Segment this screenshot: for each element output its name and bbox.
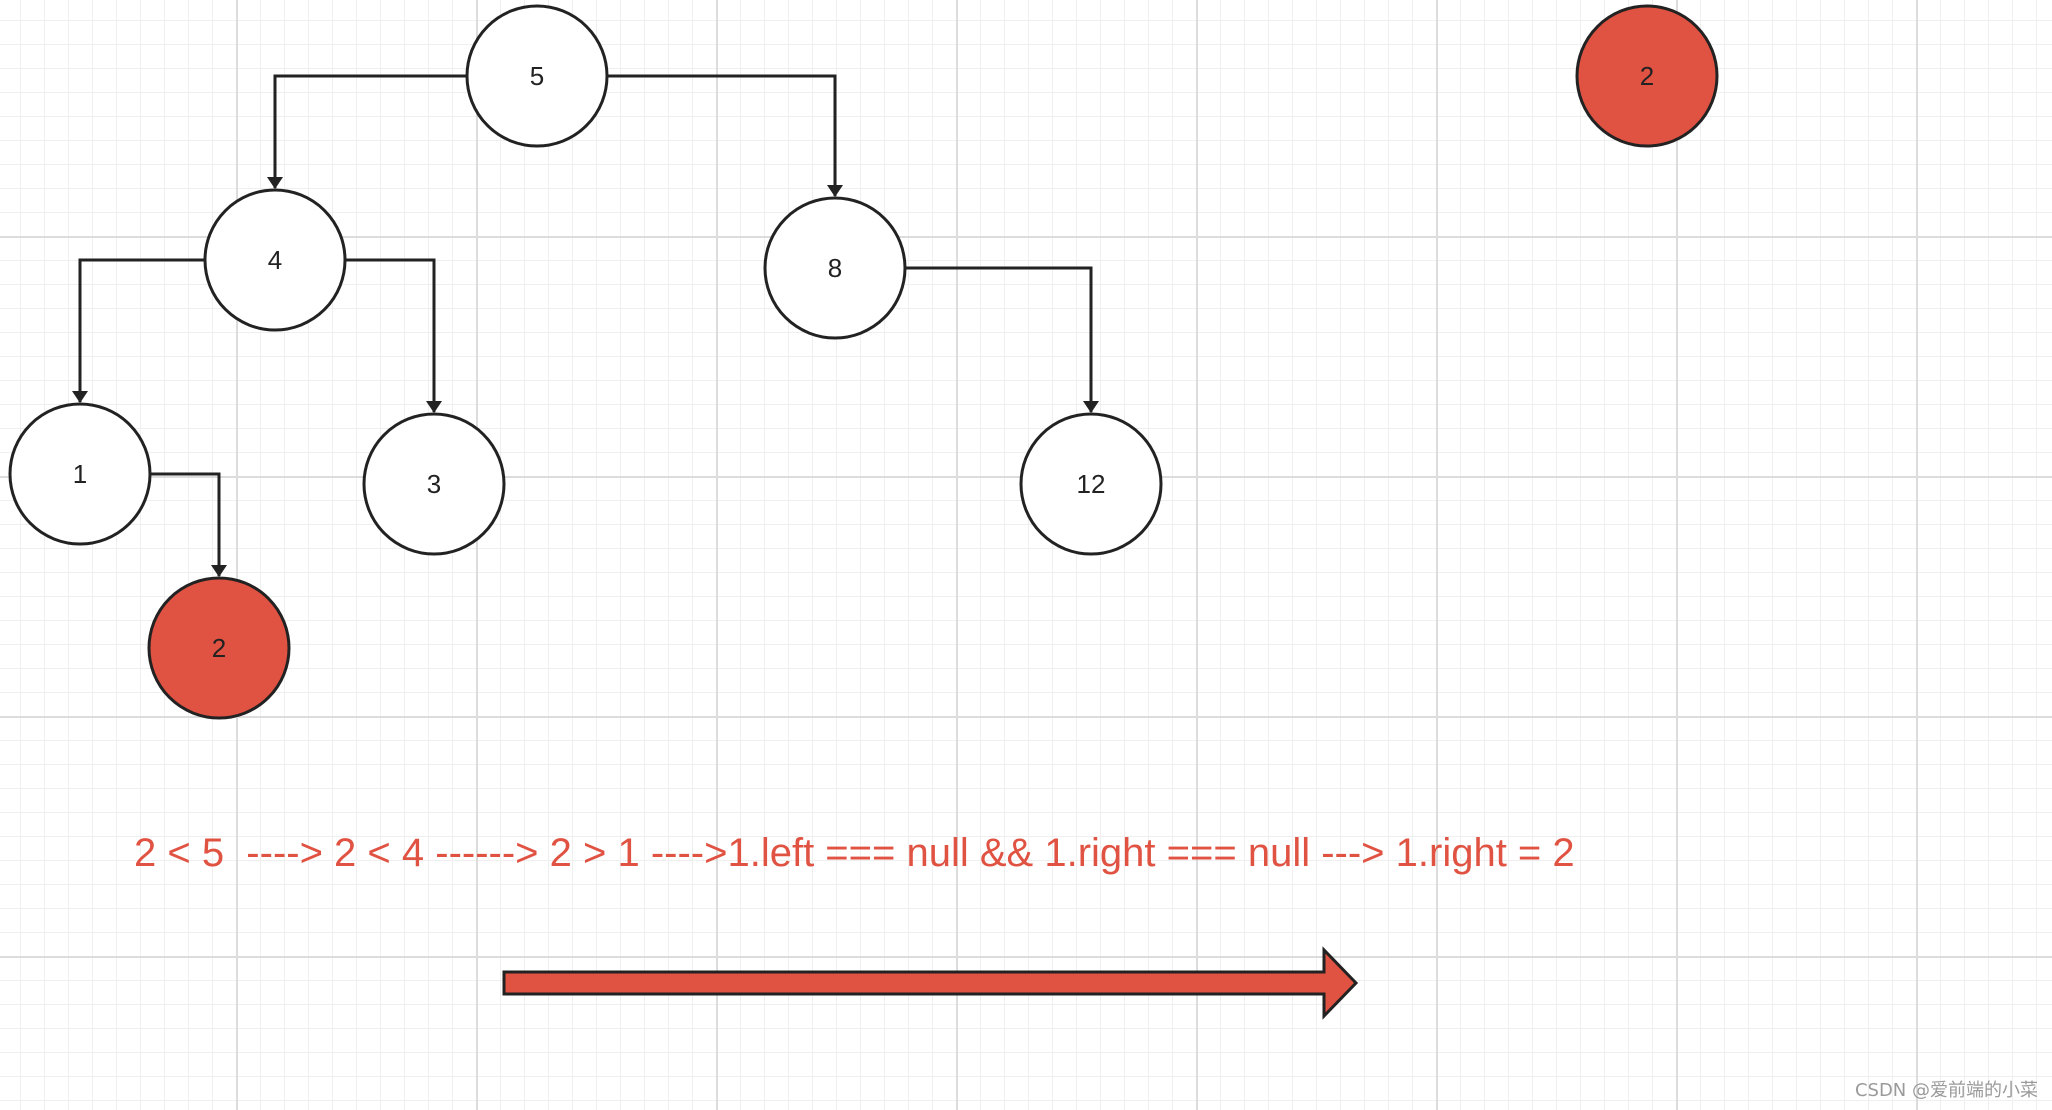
node-circle (465, 4, 609, 148)
tree-node-n8: 8 (763, 196, 907, 340)
node-circle (763, 196, 907, 340)
node-circle (147, 576, 291, 720)
node-circle (203, 188, 347, 332)
node-label: 1 (73, 459, 87, 489)
edge-n8-to-n12 (905, 266, 1099, 413)
node-circle (8, 402, 152, 546)
node-label: 5 (530, 61, 544, 91)
edge-n4-to-n1 (72, 258, 205, 403)
tree-node-n3: 3 (362, 412, 506, 556)
node-label: 12 (1077, 469, 1106, 499)
insertion-steps-text: 2 < 5 ----> 2 < 4 ------> 2 > 1 ---->1.l… (134, 831, 1575, 875)
watermark: CSDN @爱前端的小菜 (1854, 1080, 2038, 1101)
node-label: 2 (212, 633, 226, 663)
node-circle (1575, 4, 1719, 148)
node-label: 4 (268, 245, 282, 275)
node-circle (1019, 412, 1163, 556)
edge-n5-to-n8 (607, 74, 843, 197)
direction-arrow (502, 946, 1359, 1020)
edge-n1-to-n2-inserted (150, 472, 227, 577)
node-label: 2 (1640, 61, 1654, 91)
edge-n5-to-n4 (267, 74, 467, 189)
node-circle (362, 412, 506, 556)
tree-node-n2-new: 2 (1575, 4, 1719, 148)
node-label: 3 (427, 469, 441, 499)
node-label: 8 (828, 253, 842, 283)
tree-node-n2-inserted: 2 (147, 576, 291, 720)
edge-n4-to-n3 (345, 258, 442, 413)
tree-node-n5: 5 (465, 4, 609, 148)
tree-node-n12: 12 (1019, 412, 1163, 556)
tree-node-n1: 1 (8, 402, 152, 546)
tree-node-n4: 4 (203, 188, 347, 332)
